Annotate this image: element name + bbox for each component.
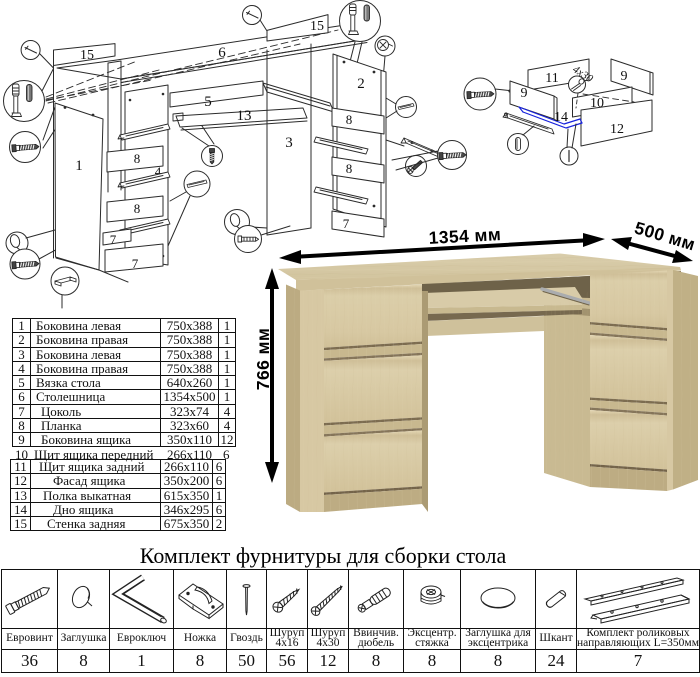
svg-text:6: 6: [218, 45, 226, 61]
svg-text:766 мм: 766 мм: [253, 328, 273, 390]
svg-text:7: 7: [132, 256, 139, 271]
svg-text:1: 1: [75, 158, 83, 174]
svg-text:2: 2: [357, 76, 365, 92]
svg-text:3: 3: [285, 135, 293, 151]
svg-text:8: 8: [134, 201, 141, 216]
svg-text:13: 13: [237, 108, 252, 124]
svg-text:7: 7: [110, 232, 117, 247]
svg-text:7: 7: [343, 216, 350, 231]
svg-text:15: 15: [80, 48, 94, 63]
svg-text:5: 5: [204, 94, 212, 110]
svg-text:9: 9: [621, 69, 628, 84]
svg-text:11: 11: [545, 71, 558, 86]
svg-text:8: 8: [346, 112, 353, 127]
svg-text:12: 12: [610, 122, 624, 137]
svg-text:14: 14: [554, 110, 568, 125]
svg-text:9: 9: [521, 86, 528, 101]
svg-text:1354 мм: 1354 мм: [428, 224, 501, 248]
svg-text:4: 4: [155, 164, 162, 179]
svg-text:8: 8: [346, 161, 353, 176]
svg-text:15: 15: [310, 19, 324, 34]
svg-text:8: 8: [134, 151, 141, 166]
